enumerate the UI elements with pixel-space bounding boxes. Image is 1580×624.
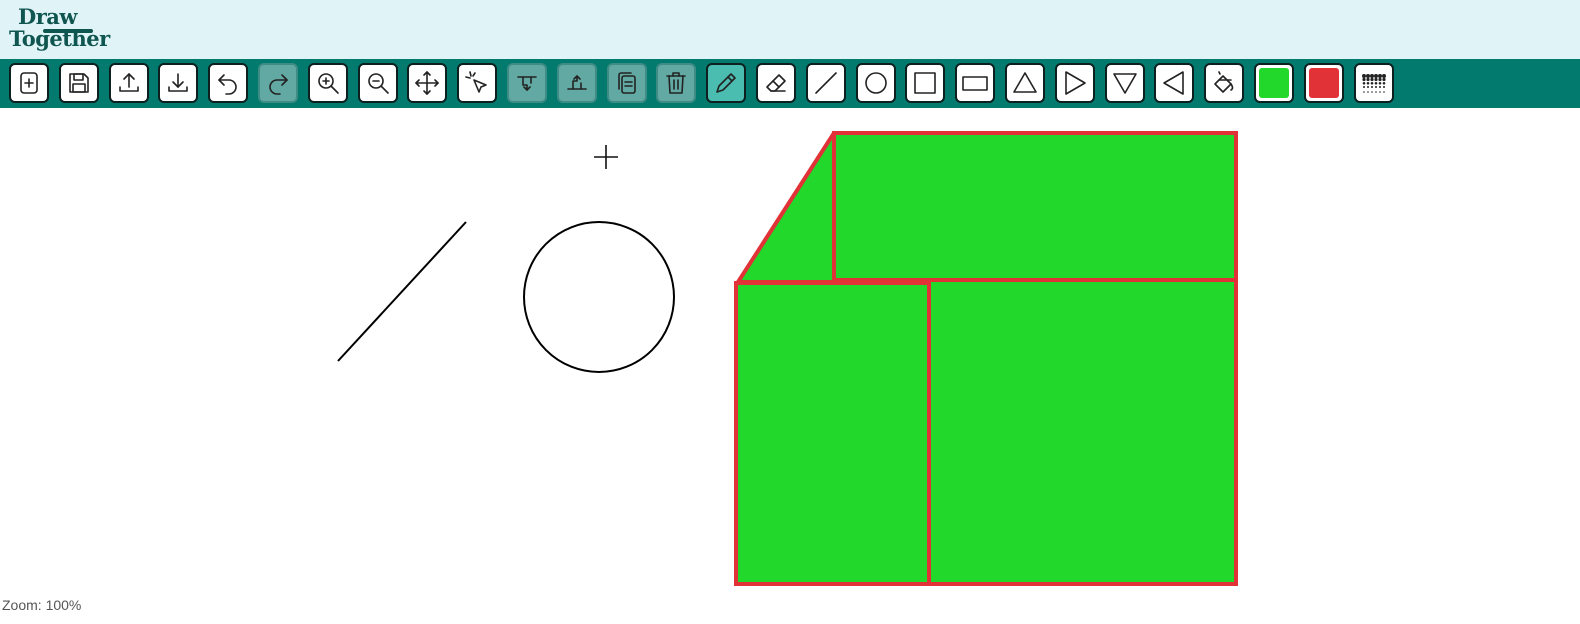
- upload-icon: [118, 73, 139, 92]
- zoom-status: Zoom: 100%: [2, 597, 82, 613]
- redo-icon: [269, 74, 288, 95]
- file-plus-icon: [20, 72, 38, 94]
- undo-icon: [218, 74, 237, 95]
- drawn-rectangle-right[interactable]: [927, 278, 1238, 586]
- zoom-out-icon: [367, 73, 389, 94]
- triangle-up-button[interactable]: [1005, 63, 1045, 103]
- line-button[interactable]: [805, 63, 846, 103]
- triangle-right-icon: [1064, 71, 1086, 95]
- fill-color-swatch-icon: [1259, 68, 1289, 98]
- fill-bucket-button[interactable]: [1204, 63, 1245, 103]
- trash-icon: [666, 72, 687, 94]
- fill-color-button[interactable]: [1254, 63, 1294, 103]
- undo-button[interactable]: [208, 63, 249, 103]
- pencil-icon: [716, 73, 736, 93]
- triangle-left-icon: [1163, 71, 1185, 95]
- circle-button[interactable]: [855, 63, 896, 103]
- select-button[interactable]: [457, 63, 498, 103]
- triangle-down-icon: [1112, 73, 1137, 94]
- toolbar: [0, 59, 1580, 108]
- rectangle-icon: [962, 76, 988, 91]
- app-header: Draw Together: [0, 0, 1580, 59]
- eraser-button[interactable]: [756, 63, 796, 103]
- triangle-down-button[interactable]: [1104, 63, 1145, 103]
- download-icon: [168, 73, 189, 92]
- logo-pencil-icon: [43, 29, 93, 33]
- bring-forward-button[interactable]: [507, 63, 547, 103]
- square-icon: [914, 72, 937, 94]
- delete-button[interactable]: [656, 63, 697, 103]
- line-icon: [814, 72, 837, 94]
- send-backward-icon: [566, 75, 587, 90]
- square-button[interactable]: [905, 63, 946, 103]
- triangle-left-button[interactable]: [1154, 63, 1195, 103]
- drawing-canvas[interactable]: Zoom: 100%: [0, 108, 1580, 619]
- send-backward-button[interactable]: [556, 63, 597, 103]
- logo-line1: Draw: [18, 4, 77, 29]
- triangle-up-icon: [1013, 72, 1037, 93]
- move-arrows-icon: [415, 71, 440, 95]
- line-weight-dots-icon: [1361, 74, 1386, 93]
- stroke-color-button[interactable]: [1303, 63, 1344, 103]
- bring-forward-icon: [517, 76, 537, 91]
- canvas-svg[interactable]: [0, 108, 1580, 619]
- copy-button[interactable]: [606, 63, 647, 103]
- redo-button[interactable]: [258, 63, 298, 103]
- pencil-button[interactable]: [706, 63, 747, 103]
- drawn-circle[interactable]: [523, 221, 675, 373]
- draw-together-logo: Draw Together: [9, 4, 110, 52]
- eraser-icon: [766, 74, 786, 92]
- save-button[interactable]: [58, 63, 99, 103]
- crosshair-cursor-icon: [594, 145, 618, 169]
- zoom-in-icon: [317, 73, 339, 94]
- copy-icon: [617, 72, 636, 94]
- drawn-triangle[interactable]: [736, 131, 836, 284]
- floppy-disk-icon: [68, 73, 89, 93]
- paint-bucket-icon: [1214, 71, 1234, 93]
- drawn-rectangle-top[interactable]: [832, 131, 1238, 282]
- rectangle-button[interactable]: [955, 63, 996, 103]
- drawn-line[interactable]: [337, 221, 467, 362]
- circle-icon: [864, 72, 887, 94]
- zoom-out-button[interactable]: [357, 63, 398, 103]
- upload-button[interactable]: [108, 63, 149, 103]
- stroke-width-button[interactable]: [1353, 63, 1394, 103]
- zoom-in-button[interactable]: [307, 63, 348, 103]
- drawn-rectangle-left[interactable]: [734, 281, 931, 586]
- pan-button[interactable]: [407, 63, 448, 103]
- select-pointer-icon: [465, 71, 487, 93]
- download-button[interactable]: [158, 63, 199, 103]
- triangle-right-button[interactable]: [1054, 63, 1095, 103]
- new-canvas-button[interactable]: [9, 63, 49, 103]
- stroke-color-swatch-icon: [1308, 68, 1339, 98]
